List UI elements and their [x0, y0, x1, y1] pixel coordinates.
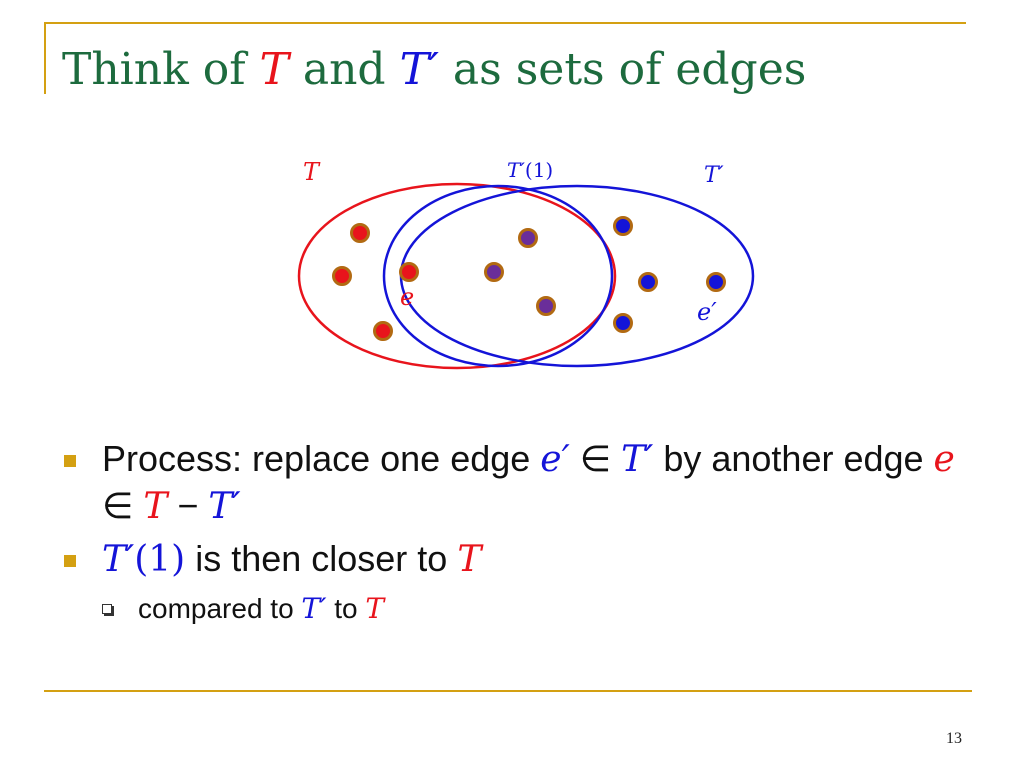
bullet-closer: T′(1) is then closer to T [62, 536, 982, 583]
sub-bullet-text-2: to [326, 593, 366, 624]
symbol-t-prime: T′ [301, 592, 327, 625]
bullet-process: Process: replace one edge e′ ∈ T′ by ano… [62, 436, 982, 530]
label-t-prime: T′ [704, 163, 724, 188]
label-t1-symbol: T′ [507, 158, 525, 182]
edge-dot [613, 216, 633, 236]
symbol-minus: − [167, 485, 209, 526]
sub-bullet-compared: compared to T′ to T [62, 589, 982, 629]
top-border-line [44, 22, 966, 24]
bullet-closer-text: is then closer to [185, 538, 458, 579]
symbol-t-prime: T′ [621, 439, 654, 480]
bottom-border-line [44, 690, 972, 692]
sub-bullet-box-icon [102, 604, 112, 614]
set-t1-ellipse [382, 184, 614, 368]
label-e-prime: e′ [697, 298, 717, 326]
edge-dot [350, 223, 370, 243]
symbol-e: e [933, 439, 955, 480]
symbol-t: T [143, 486, 168, 527]
edge-dot-e-prime [706, 272, 726, 292]
edge-dot [332, 266, 352, 286]
edge-dot [484, 262, 504, 282]
sub-bullet-text-1: compared to [138, 593, 302, 624]
label-t1-argument: (1) [525, 158, 553, 182]
bullet-square-icon [64, 555, 76, 567]
title-mid: and [288, 44, 400, 95]
symbol-t1: T′ [102, 539, 135, 580]
symbol-t: T [365, 592, 385, 625]
label-e: e [400, 283, 414, 311]
title-symbol-t: T [259, 44, 289, 95]
edge-dot [373, 321, 393, 341]
edge-dot [518, 228, 538, 248]
label-t1: T′(1) [507, 158, 553, 182]
bullet-list: Process: replace one edge e′ ∈ T′ by ano… [62, 436, 982, 629]
left-border-line [44, 22, 46, 94]
bullet-square-icon [64, 455, 76, 467]
symbol-e-prime: e′ [540, 439, 570, 480]
edge-dots [332, 216, 726, 341]
edge-dot-e [399, 262, 419, 282]
symbol-element-of: ∈ [102, 485, 144, 526]
edge-dot [613, 313, 633, 333]
symbol-t-prime: T′ [208, 486, 241, 527]
page-number: 13 [946, 730, 962, 747]
edge-dot [536, 296, 556, 316]
set-t-prime-ellipse [399, 184, 755, 368]
bullet-process-text-2: by another edge [653, 438, 934, 479]
title-suffix: as sets of edges [438, 44, 807, 95]
title-prefix: Think of [62, 44, 260, 95]
label-t: T [303, 158, 321, 186]
title-symbol-t-prime: T′ [399, 44, 439, 95]
bullet-process-text-1: Process: replace one edge [102, 438, 541, 479]
symbol-element-of: ∈ [569, 438, 622, 479]
set-t-ellipse [297, 182, 617, 370]
symbol-t1-argument: (1) [134, 539, 186, 580]
edge-dot [638, 272, 658, 292]
symbol-t: T [457, 539, 482, 580]
slide-title: Think of T and T′ as sets of edges [62, 44, 806, 95]
